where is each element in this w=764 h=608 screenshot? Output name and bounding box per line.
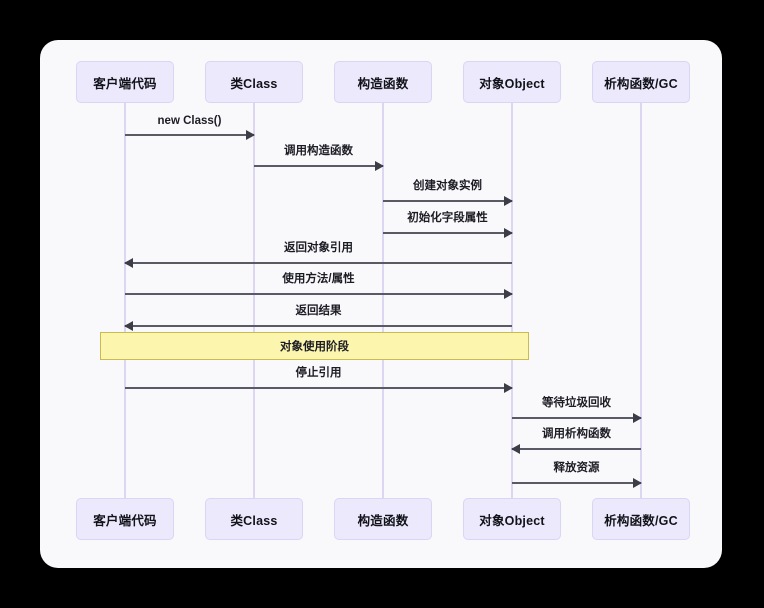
- message-line: [512, 482, 641, 484]
- participant-bottom-class[interactable]: 类Class: [205, 498, 303, 540]
- participant-top-class[interactable]: 类Class: [205, 61, 303, 103]
- participant-label: 客户端代码: [93, 513, 157, 528]
- message-line: [125, 387, 512, 389]
- note-box-1[interactable]: 对象使用阶段: [100, 332, 529, 360]
- arrow-head-left-icon: [511, 444, 520, 454]
- note-label: 对象使用阶段: [280, 341, 349, 353]
- participant-label: 对象Object: [479, 76, 545, 91]
- message-label: 返回结果: [295, 305, 342, 317]
- message-line: [512, 448, 641, 450]
- message-line: [512, 417, 641, 419]
- lifeline-client: [124, 103, 126, 498]
- arrow-head-right-icon: [504, 228, 513, 238]
- message-label: 使用方法/属性: [282, 273, 355, 285]
- participant-label: 析构函数/GC: [604, 513, 678, 528]
- message-label: 创建对象实例: [413, 180, 482, 192]
- arrow-head-right-icon: [375, 161, 384, 171]
- arrow-head-right-icon: [633, 413, 642, 423]
- lifeline-object: [511, 103, 513, 498]
- participant-top-object[interactable]: 对象Object: [463, 61, 561, 103]
- lifeline-gc: [640, 103, 642, 498]
- message-label: 停止引用: [295, 367, 342, 379]
- message-label: new Class(): [157, 115, 222, 127]
- participant-label: 类Class: [230, 513, 278, 528]
- message-line: [125, 325, 512, 327]
- participant-top-gc[interactable]: 析构函数/GC: [592, 61, 690, 103]
- participant-label: 析构函数/GC: [604, 76, 678, 91]
- message-line: [383, 200, 512, 202]
- arrow-head-left-icon: [124, 321, 133, 331]
- message-label: 调用构造函数: [284, 145, 353, 157]
- lifeline-constructor: [382, 103, 384, 498]
- participant-bottom-gc[interactable]: 析构函数/GC: [592, 498, 690, 540]
- message-label: 调用析构函数: [542, 428, 611, 440]
- message-line: [125, 293, 512, 295]
- participant-label: 构造函数: [357, 76, 409, 91]
- message-line: [125, 134, 254, 136]
- arrow-head-right-icon: [504, 383, 513, 393]
- participant-label: 构造函数: [357, 513, 409, 528]
- participant-bottom-object[interactable]: 对象Object: [463, 498, 561, 540]
- message-label: 初始化字段属性: [407, 212, 488, 224]
- message-line: [383, 232, 512, 234]
- participant-top-client[interactable]: 客户端代码: [76, 61, 174, 103]
- arrow-head-right-icon: [504, 196, 513, 206]
- arrow-head-right-icon: [633, 478, 642, 488]
- message-label: 等待垃圾回收: [542, 397, 611, 409]
- participant-top-constructor[interactable]: 构造函数: [334, 61, 432, 103]
- participant-label: 客户端代码: [93, 76, 157, 91]
- message-label: 返回对象引用: [284, 242, 353, 254]
- arrow-head-left-icon: [124, 258, 133, 268]
- message-label: 释放资源: [553, 462, 600, 474]
- message-line: [125, 262, 512, 264]
- arrow-head-right-icon: [504, 289, 513, 299]
- message-line: [254, 165, 383, 167]
- lifeline-class: [253, 103, 255, 498]
- participant-label: 对象Object: [479, 513, 545, 528]
- participant-bottom-constructor[interactable]: 构造函数: [334, 498, 432, 540]
- participant-label: 类Class: [230, 76, 278, 91]
- arrow-head-right-icon: [246, 130, 255, 140]
- participant-bottom-client[interactable]: 客户端代码: [76, 498, 174, 540]
